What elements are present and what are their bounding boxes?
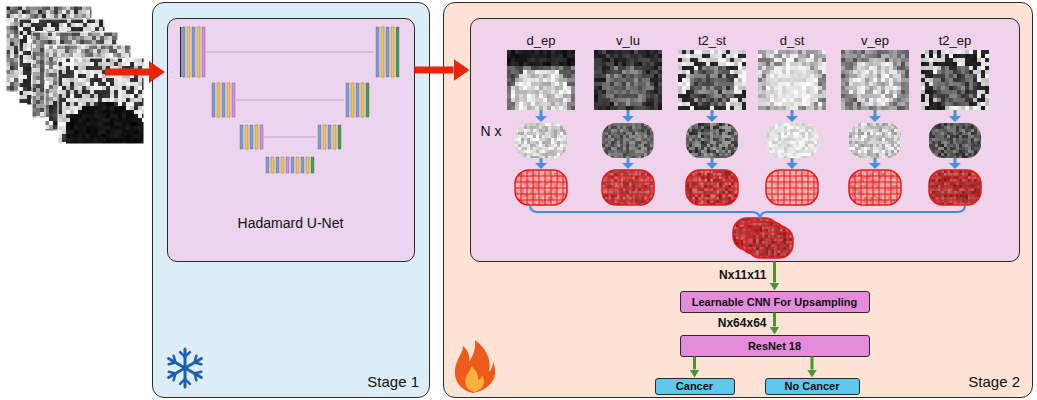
figure-canvas: Stage 1Hadamard U-NetStage 2N xLearnable… xyxy=(0,0,1037,400)
